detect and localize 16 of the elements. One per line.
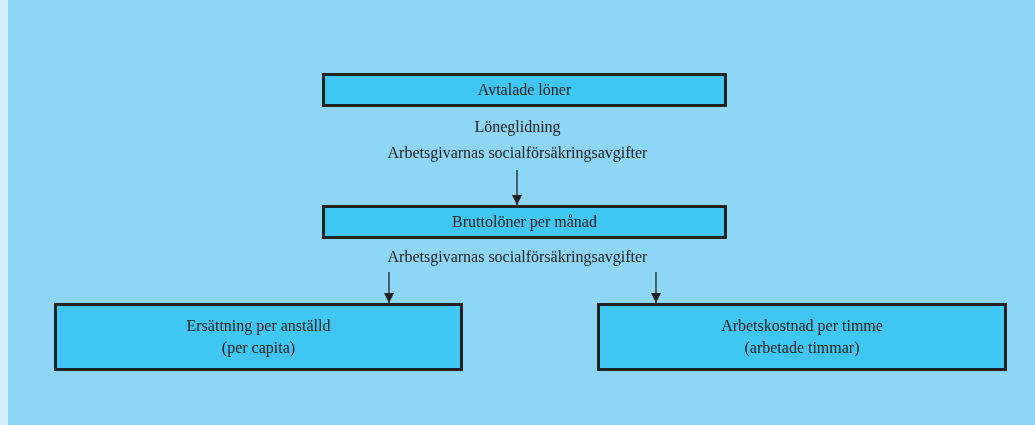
annotation-text: Arbetsgivarnas socialförsäkringsavgifter [387,247,648,268]
process-box [322,73,727,107]
box-label: (arbetade timmar) [744,338,860,358]
process-box [597,303,1007,371]
arrow [384,271,394,304]
annotation-text: Arbetsgivarnas socialförsäkringsavgifter [387,143,648,164]
annotation-text: Löneglidning [474,117,561,138]
arrow [512,169,522,206]
process-box [322,205,727,239]
box-label: (per capita) [221,338,296,359]
process-box [54,303,463,371]
box-label: Bruttolöner per månad [452,212,597,233]
box-label: Avtalade löner [477,80,572,100]
box-label: Ersättning per anställd [186,316,331,337]
box-label: Arbetskostnad per timme [721,316,883,337]
arrow [651,271,661,304]
